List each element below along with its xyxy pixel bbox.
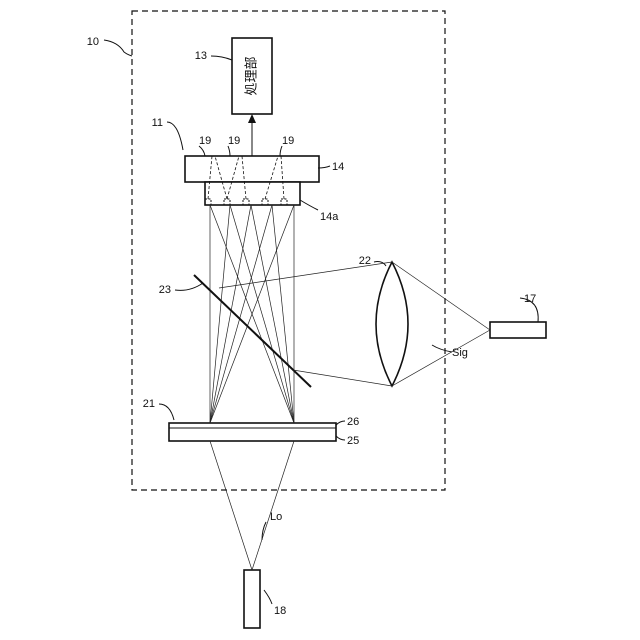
- leader-lines: [104, 40, 538, 604]
- label-source-bottom: 18: [274, 605, 286, 617]
- label-pixel-a: 19: [199, 135, 211, 147]
- signal-arrow-head: [248, 114, 256, 123]
- detector-body: [185, 156, 319, 182]
- device-enclosure: [132, 11, 445, 490]
- label-detector: 14: [332, 161, 344, 173]
- label-layer-top: 26: [347, 416, 359, 428]
- label-layer-bottom: 25: [347, 435, 359, 447]
- mask-to-detector-rays: [210, 205, 294, 423]
- label-object-light: Lo: [270, 511, 282, 523]
- object-ray-left: [210, 441, 252, 570]
- label-lens: 22: [359, 255, 371, 267]
- mask-plate: [169, 423, 336, 441]
- label-processing-unit: 13: [195, 50, 207, 62]
- label-signal-light: Sig: [452, 347, 468, 359]
- label-pixel-b: 19: [228, 135, 240, 147]
- object-ray-right: [252, 441, 294, 570]
- processing-unit-text: 処理部: [245, 56, 260, 95]
- source-bottom: [244, 570, 260, 628]
- label-pixel-c: 19: [282, 135, 294, 147]
- label-sensor-unit: 11: [152, 117, 163, 129]
- label-device: 10: [87, 36, 99, 48]
- label-mask-unit: 21: [143, 398, 155, 410]
- label-beam-splitter: 23: [159, 284, 171, 296]
- label-detector-face: 14a: [320, 211, 339, 223]
- label-source-right: 17: [524, 293, 536, 305]
- source-right: [490, 322, 546, 338]
- detector-face: [205, 182, 300, 205]
- lens: [376, 262, 408, 386]
